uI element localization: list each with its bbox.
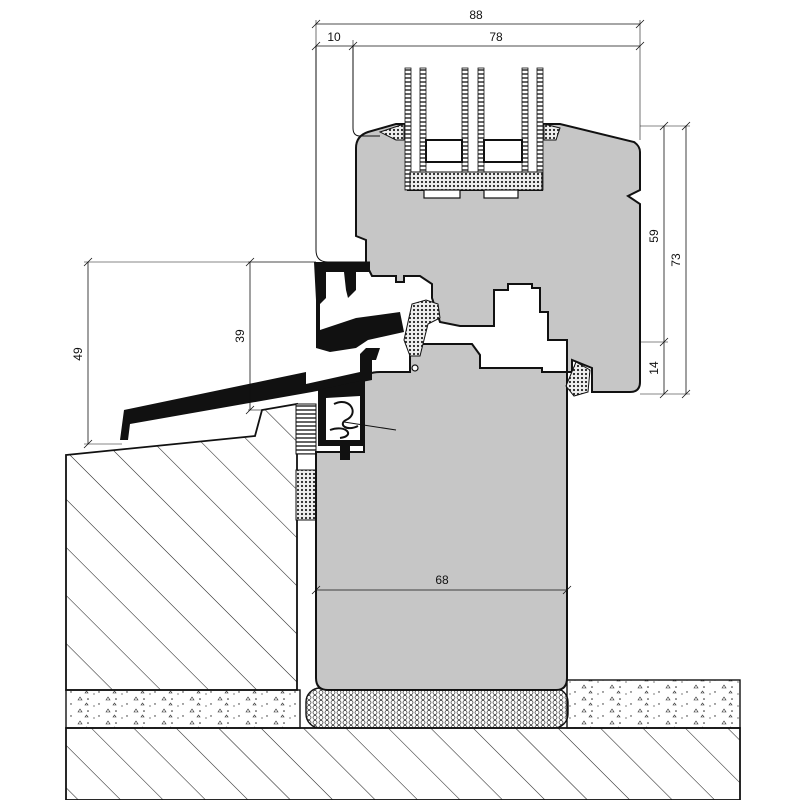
dim-label-59: 59 [647, 229, 661, 243]
dim-label-78: 78 [489, 30, 503, 44]
frame-seal [403, 299, 591, 397]
opening-outline [315, 46, 370, 263]
masonry-wall [65, 402, 298, 691]
glazing-seal [378, 123, 561, 141]
dim-label-49: 49 [71, 347, 85, 361]
dim-label-39: 39 [233, 329, 247, 343]
window-sash-timber [355, 123, 641, 393]
dimension-drip-height: 39 [233, 257, 255, 415]
dimension-offset: 10 78 [311, 30, 645, 60]
dimension-sash-heights: 59 73 14 [640, 121, 691, 399]
screed-layer [65, 679, 741, 729]
dim-label-68: 68 [435, 573, 449, 587]
dimension-frame-width: 68 [311, 573, 572, 595]
dim-label-88: 88 [469, 8, 483, 22]
dim-label-73: 73 [669, 253, 683, 267]
insulation-strip [305, 687, 569, 729]
dimension-sill-height: 49 [71, 257, 316, 449]
leader-line [343, 421, 397, 431]
floor-slab [65, 727, 741, 800]
glazing-unit [404, 67, 544, 199]
dimension-overall-width: 88 [311, 8, 645, 140]
compression-tape [295, 403, 317, 521]
dim-label-10: 10 [327, 30, 341, 44]
dim-label-14: 14 [647, 361, 661, 375]
sash-outline [352, 46, 380, 137]
